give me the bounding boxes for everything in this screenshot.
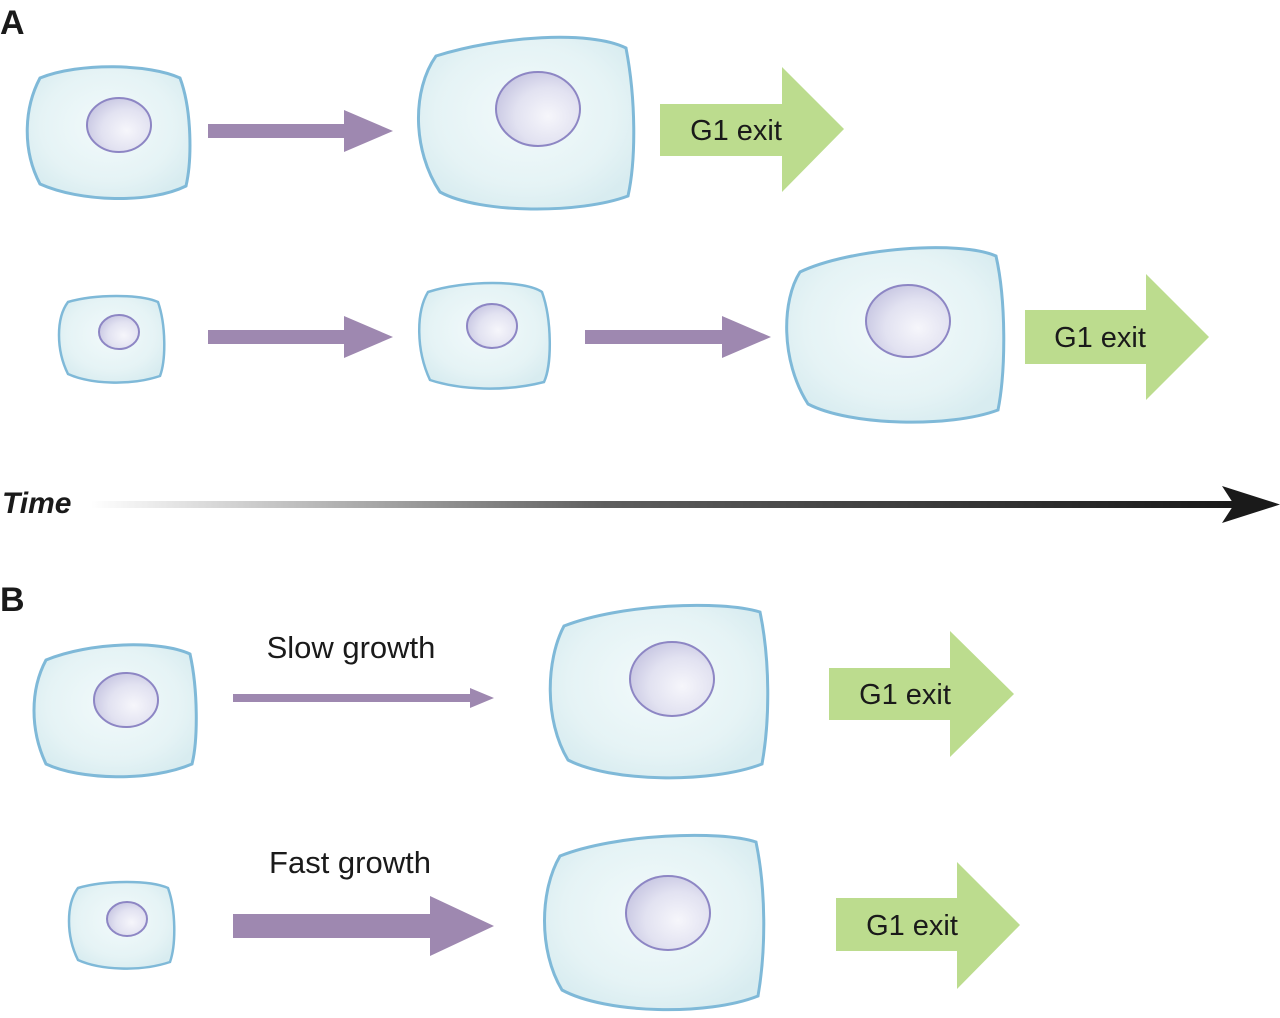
nucleus [629, 641, 715, 717]
g1-exit-label: G1 exit [1054, 322, 1146, 354]
cell [548, 603, 770, 780]
nucleus [495, 71, 581, 147]
nucleus [865, 284, 951, 358]
time-label: Time [2, 487, 71, 520]
nucleus [625, 875, 711, 951]
g1-exit-label: G1 exit [859, 679, 951, 711]
fast-growth-arrow [233, 896, 494, 956]
cell [418, 281, 551, 390]
cell [417, 35, 636, 211]
cell [32, 643, 198, 779]
g1-exit-arrow: G1 exit [829, 631, 1014, 757]
nucleus [93, 672, 159, 728]
g1-exit-arrow: G1 exit [836, 862, 1020, 989]
nucleus [466, 303, 518, 349]
g1-exit-label: G1 exit [690, 115, 782, 147]
nucleus [86, 97, 152, 153]
g1-exit-label: G1 exit [866, 910, 958, 942]
cell [57, 294, 166, 384]
growth-arrow [208, 316, 393, 358]
panel-b-label: B [0, 581, 25, 619]
time-arrow [90, 486, 1280, 523]
nucleus [106, 901, 148, 937]
cell [25, 65, 192, 201]
cell [543, 833, 766, 1012]
panel-a-label: A [0, 4, 25, 42]
g1-exit-arrow: G1 exit [1025, 274, 1209, 400]
cell [67, 880, 176, 970]
fast-growth-label: Fast growth [269, 845, 431, 880]
growth-arrow [208, 110, 393, 152]
cell [785, 246, 1006, 424]
slow-growth-label: Slow growth [267, 630, 436, 665]
nucleus [98, 314, 140, 350]
growth-arrow [585, 316, 771, 358]
g1-exit-arrow: G1 exit [660, 67, 844, 192]
slow-growth-arrow [233, 688, 494, 708]
